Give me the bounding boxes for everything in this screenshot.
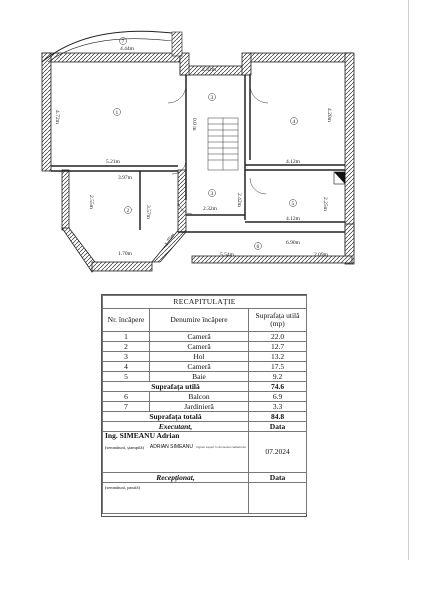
dim-label: 1.70m <box>118 251 133 257</box>
receptionat-row: Recepționat, Data <box>102 472 308 483</box>
dim-label: 2.32m <box>202 67 217 73</box>
room-number-6: 6 <box>257 244 260 250</box>
exterior-walls <box>41 52 355 273</box>
signature-row: Ing. SIMEANU Adrian (semnătură, ștampilă… <box>102 431 308 473</box>
signature-note: (semnătură, ștampilă) <box>105 445 144 450</box>
room-number-3: 3 <box>211 95 214 101</box>
dim-label: 3.97m <box>118 175 133 181</box>
dim-label: 3.57m <box>145 205 151 220</box>
door-swings <box>167 84 269 215</box>
dim-label: 4.44m <box>120 46 135 52</box>
dim-label: 4.12m <box>286 216 301 222</box>
receptionat-label: Recepționat, <box>102 472 249 483</box>
data-label: Data <box>247 421 308 432</box>
room-number-4: 4 <box>293 119 296 125</box>
jardiniera-arc <box>41 30 181 63</box>
dim-label: 4.12m <box>286 159 301 165</box>
col-header-name: Denumire încăpere <box>149 308 249 332</box>
stamp-note: Inginer expert în domeniul cadastrului <box>195 445 246 450</box>
engineer-name: Ing. SIMEANU Adrian <box>105 431 180 440</box>
chimney-icon <box>334 172 345 184</box>
recap-table: RECAPITULAȚIE Nr. încăpere Denumire încă… <box>101 294 308 517</box>
room-number-1: 1 <box>116 110 119 116</box>
total-area-row: Suprafața totală 84.8 <box>102 411 308 422</box>
engineer-stamp: ADRIAN SIMEANU Inginer expert în domeniu… <box>150 445 246 451</box>
dim-label: 2.25m <box>322 197 328 212</box>
data-label-2: Data <box>247 472 308 483</box>
dim-label: 0.0 m <box>191 118 197 131</box>
dim-label: 5.54m <box>220 252 235 258</box>
interior-walls <box>51 75 345 233</box>
dim-label: 5.21m <box>106 159 121 165</box>
room-number-2: 2 <box>127 208 130 214</box>
room-number-5: 5 <box>292 201 295 207</box>
dim-label: 4.72m <box>54 110 60 125</box>
room-number-7: 7 <box>122 39 125 45</box>
stamp-name: ADRIAN SIMEANU <box>149 444 193 451</box>
useful-area-value: 74.6 <box>247 381 308 392</box>
floor-plan: 4.44m 2.32m 4.72m 5.21m 0.0 m 4.20m 4.12… <box>41 30 355 273</box>
dim-label: 2.09m <box>314 252 329 258</box>
col-header-area: Suprafața utilă (mp) <box>247 308 308 332</box>
date-value: 07.2024 <box>247 431 308 473</box>
dim-label: 2.32m <box>203 206 218 212</box>
total-area-label: Suprafața totală <box>102 411 249 422</box>
dim-label: 4.20m <box>326 108 332 123</box>
dim-label: 6.90m <box>286 240 301 246</box>
col-header-nr: Nr. încăpere <box>102 308 150 332</box>
reception-signature-row: (semnătură, parafă) <box>102 482 308 514</box>
dim-label: 2.55m <box>88 195 94 210</box>
executant-row: Executant, Data <box>102 421 308 432</box>
room-numbers <box>113 37 298 250</box>
staircase <box>207 117 239 171</box>
useful-area-row: Suprafața utilă 74.6 <box>102 381 308 392</box>
useful-area-label: Suprafața utilă <box>102 381 249 392</box>
room-number-3b: 3 <box>211 191 214 197</box>
executant-label: Executant, <box>102 421 249 432</box>
page-edge-line <box>408 0 409 560</box>
recap-title: RECAPITULAȚIE <box>101 295 308 309</box>
signature-note-2: (semnătură, parafă) <box>105 485 140 490</box>
total-area-value: 84.8 <box>247 411 308 422</box>
dim-label: 2.42m <box>236 193 242 208</box>
